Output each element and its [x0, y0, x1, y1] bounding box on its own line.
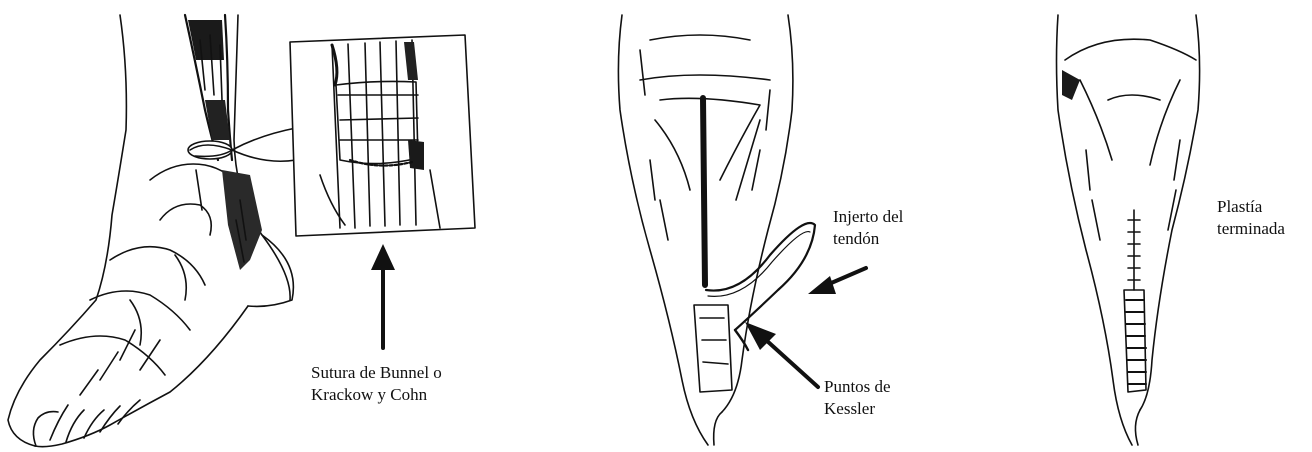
foot-ankle-drawing	[8, 15, 296, 447]
label-puntos-line-1: Puntos de	[824, 376, 891, 398]
arrow-puntos	[745, 322, 818, 387]
label-injerto-line-2: tendón	[833, 228, 903, 250]
label-plastia-line-1: Plastía	[1217, 196, 1285, 218]
label-puntos: Puntos de Kessler	[824, 376, 891, 420]
label-injerto-line-1: Injerto del	[833, 206, 903, 228]
arrow-injerto	[808, 268, 866, 294]
label-sutura-line-1: Sutura de Bunnel o	[311, 362, 442, 384]
suture-detail-inset	[290, 35, 475, 236]
label-sutura-line-2: Krackow y Cohn	[311, 384, 442, 406]
label-injerto: Injerto del tendón	[833, 206, 903, 250]
label-plastia: Plastía terminada	[1217, 196, 1285, 240]
leg-plasty-drawing	[1057, 15, 1200, 445]
label-plastia-line-2: terminada	[1217, 218, 1285, 240]
arrow-sutura	[371, 244, 395, 348]
label-sutura: Sutura de Bunnel o Krackow y Cohn	[311, 362, 442, 406]
label-puntos-line-2: Kessler	[824, 398, 891, 420]
leg-graft-drawing	[618, 15, 815, 445]
